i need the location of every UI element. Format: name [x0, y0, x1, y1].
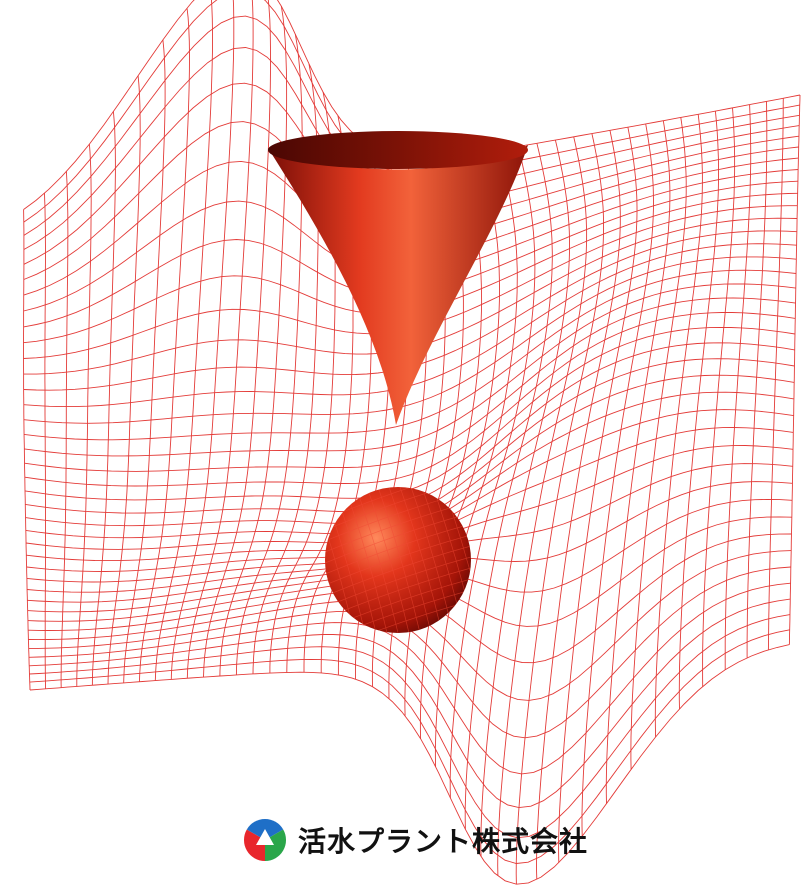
mesh-line-over-ball: [325, 556, 471, 608]
mesh-line-over-ball: [399, 487, 443, 633]
mesh-line-horizontal: [24, 283, 796, 457]
mesh-line-horizontal: [29, 644, 790, 885]
mesh-line-over-ball: [388, 487, 432, 633]
mesh-line-vertical: [60, 171, 69, 688]
mesh-line-vertical: [788, 94, 801, 645]
company-logo-icon: [243, 819, 287, 861]
exclamation-ball: [325, 487, 471, 633]
mesh-line-horizontal: [23, 230, 797, 391]
mesh-line-over-ball: [325, 600, 471, 633]
exclamation-cone: [268, 131, 528, 425]
mesh-line-vertical: [91, 111, 116, 686]
mesh-line-vertical: [724, 104, 752, 670]
mesh-line-vertical: [76, 144, 92, 687]
mesh-line-horizontal: [24, 326, 796, 501]
mesh-line-horizontal: [23, 205, 798, 359]
mesh-line-horizontal: [24, 312, 796, 487]
company-name: 活水プラント株式会社: [298, 825, 589, 858]
mesh-line-horizontal: [23, 256, 797, 424]
mesh-line-horizontal: [24, 269, 797, 441]
mesh-line-vertical: [767, 98, 784, 650]
mesh-line-horizontal: [24, 297, 796, 472]
mesh-line-vertical: [123, 39, 166, 683]
mesh-line-vertical: [203, 0, 271, 678]
mesh-line-horizontal: [29, 614, 791, 839]
mesh-line-horizontal: [29, 629, 790, 864]
mesh-line-vertical: [139, 7, 190, 682]
mesh-line-over-ball: [355, 487, 399, 633]
mesh-line-over-ball: [325, 589, 471, 633]
mesh-line-horizontal: [23, 217, 798, 375]
mesh-line-vertical: [581, 123, 654, 837]
mesh-line-horizontal: [29, 598, 791, 809]
mesh-line-over-ball: [377, 487, 421, 633]
mesh-line-over-ball: [325, 534, 471, 586]
mesh-line-over-ball: [325, 487, 471, 531]
mesh-line-over-ball: [366, 487, 410, 633]
mesh-line-vertical: [107, 75, 141, 685]
mesh-line-over-ball: [325, 545, 471, 597]
mesh-line-over-ball: [325, 523, 471, 575]
mesh-line-horizontal: [23, 243, 797, 408]
mesh-line-vertical: [44, 193, 47, 689]
mesh-line-vertical: [480, 139, 570, 857]
company-footer: 活水プラント株式会社: [242, 812, 588, 868]
mesh-line-vertical: [170, 0, 235, 680]
